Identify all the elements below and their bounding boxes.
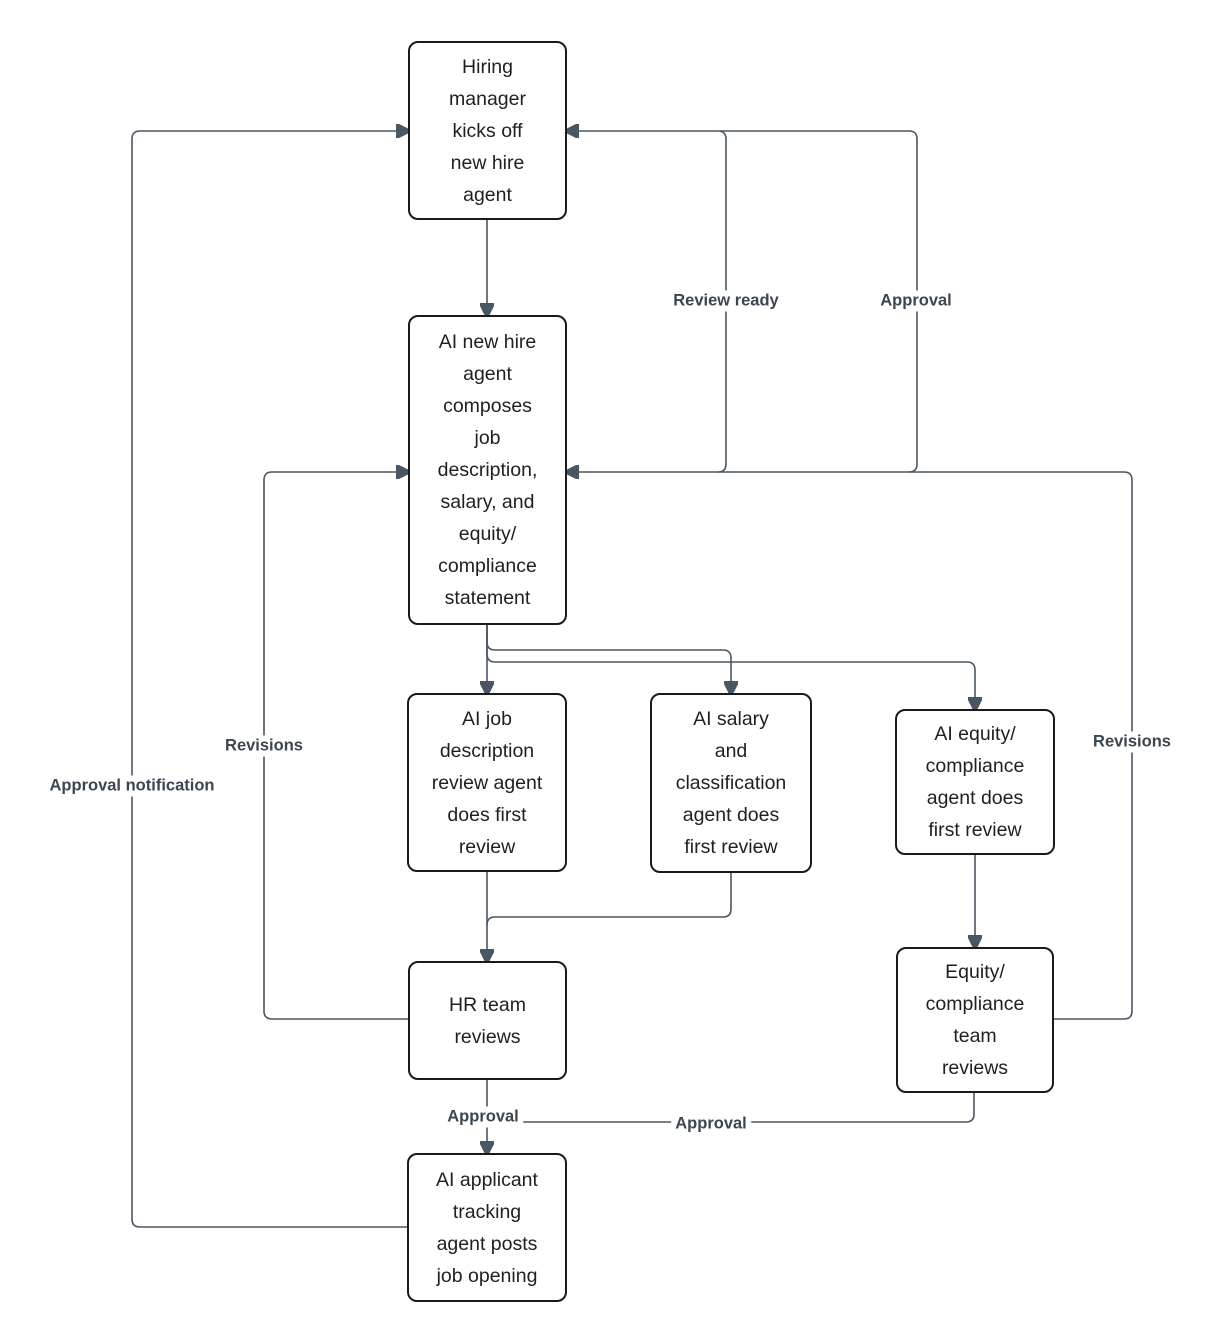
edge-label-revisions-right[interactable]: Revisions	[1089, 731, 1175, 753]
node-ai-job-description-review[interactable]: AI job description review agent does fir…	[407, 693, 567, 872]
edge-agent-to-salary-class[interactable]	[486, 625, 731, 684]
node-equity-compliance-team-reviews[interactable]: Equity/ compliance team reviews	[896, 947, 1054, 1093]
node-hr-team-reviews[interactable]: HR team reviews	[408, 961, 567, 1080]
node-hiring-manager[interactable]: Hiring manager kicks off new hire agent	[408, 41, 567, 220]
edge-salary-to-hr[interactable]	[486, 873, 732, 926]
edge-label-approval-hr[interactable]: Approval	[443, 1106, 523, 1128]
edge-approval-to-hiring[interactable]	[720, 130, 918, 473]
node-ai-applicant-tracking[interactable]: AI applicant tracking agent posts job op…	[407, 1153, 567, 1302]
edge-approval-notification-to-hiring[interactable]	[131, 131, 408, 1228]
edge-label-approval-to-hiring[interactable]: Approval	[876, 290, 956, 312]
edge-label-approval-notification[interactable]: Approval notification	[45, 775, 219, 797]
node-ai-new-hire-agent[interactable]: AI new hire agent composes job descripti…	[408, 315, 567, 625]
node-ai-equity-compliance-agent[interactable]: AI equity/ compliance agent does first r…	[895, 709, 1055, 855]
edge-label-revisions-left[interactable]: Revisions	[221, 735, 307, 757]
node-ai-salary-classification[interactable]: AI salary and classification agent does …	[650, 693, 812, 873]
edge-label-approval-equity[interactable]: Approval	[671, 1113, 751, 1135]
edge-label-review-ready[interactable]: Review ready	[669, 290, 783, 312]
edge-equity-team-approval-to-tracking[interactable]	[487, 1093, 975, 1123]
edge-agent-to-equity-agent[interactable]	[486, 625, 975, 700]
